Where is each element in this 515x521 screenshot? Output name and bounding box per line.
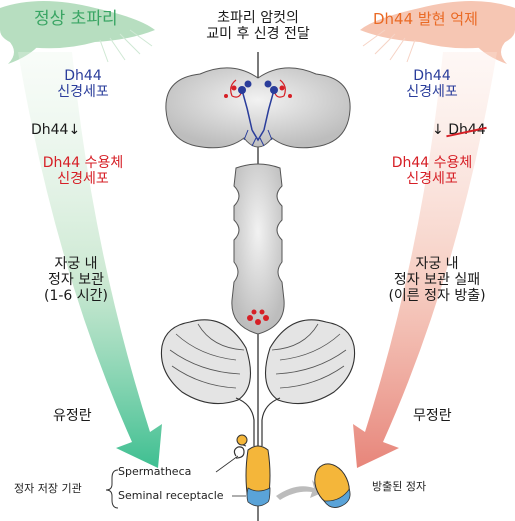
left-neuron-line2: 신경세포 xyxy=(57,84,109,101)
right-dh44-text: Dh44 xyxy=(448,122,486,138)
left-receptor-line1: Dh44 수용체 xyxy=(42,155,124,171)
left-signal-arrow xyxy=(18,52,162,468)
left-fly-bristles xyxy=(99,29,153,63)
right-storage-line1: 자궁 내 xyxy=(415,256,459,272)
title-line1: 초파리 암컷의 xyxy=(217,10,299,26)
release-arrow xyxy=(276,480,324,500)
right-receptor-line2: 신경세포 xyxy=(406,171,458,188)
released-egg-icon xyxy=(314,463,351,508)
left-dh44-decrease: Dh44↓ xyxy=(31,122,80,138)
uterus-egg-tip-icon xyxy=(246,487,271,507)
right-neuron-label: Dh44 신경세포 xyxy=(406,68,458,100)
ventral-nerve-cord-icon xyxy=(231,163,285,335)
receptor-neurons-icon xyxy=(247,309,269,325)
left-outcome: 유정란 xyxy=(53,408,92,424)
right-storage-line3: (이른 정자 방출) xyxy=(388,288,486,305)
released-sperm-label: 방출된 정자 xyxy=(372,480,427,493)
right-header: Dh44 발현 억제 xyxy=(373,10,478,28)
right-signal-arrow xyxy=(353,52,497,468)
right-dh44-arrow: ↓ xyxy=(432,122,444,138)
left-storage-label: 자궁 내 정자 보관 (1-6 시간) xyxy=(44,256,108,304)
right-outcome: 무정란 xyxy=(413,408,452,424)
left-dh44-arrow: ↓ xyxy=(68,122,81,138)
right-storage-line2: 정자 보관 실패 xyxy=(393,272,481,289)
right-receptor-label: Dh44 수용체 신경세포 xyxy=(392,155,473,187)
right-receptor-line1: Dh44 수용체 xyxy=(391,155,473,171)
seminal-receptacle-label: Seminal receptacle xyxy=(118,489,224,502)
spermatheca-icon xyxy=(233,434,248,459)
storage-organ-bracket xyxy=(105,469,119,509)
left-receptor-label: Dh44 수용체 신경세포 xyxy=(43,155,124,187)
right-dh44-suppressed: ↓ Dh44 xyxy=(432,122,486,138)
ovariole-lines xyxy=(169,323,347,389)
diagram-title: 초파리 암컷의 교미 후 신경 전달 xyxy=(206,10,310,42)
left-header: 정상 초파리 xyxy=(34,9,118,29)
spermatheca-label: Spermatheca xyxy=(118,465,192,478)
right-neuron-line2: 신경세포 xyxy=(406,84,458,101)
left-receptor-line2: 신경세포 xyxy=(57,171,109,188)
left-storage-line1: 자궁 내 xyxy=(54,256,98,272)
left-storage-line2: 정자 보관 xyxy=(48,272,104,289)
right-fly-bristles xyxy=(362,29,416,63)
brain-icon xyxy=(165,67,351,149)
title-line2: 교미 후 신경 전달 xyxy=(206,26,310,43)
right-neuron-line1: Dh44 xyxy=(413,68,451,84)
dh44-neurons-icon xyxy=(224,79,292,147)
storage-organ-label: 정자 저장 기관 xyxy=(14,482,82,495)
left-neuron-line1: Dh44 xyxy=(64,68,102,84)
spermatheca-leader xyxy=(215,455,239,473)
left-dh44-text: Dh44 xyxy=(31,122,69,138)
left-neuron-label: Dh44 신경세포 xyxy=(57,68,109,100)
left-storage-line3: (1-6 시간) xyxy=(43,288,109,305)
oviduct-icon xyxy=(235,397,281,446)
right-storage-label: 자궁 내 정자 보관 실패 (이른 정자 방출) xyxy=(388,256,485,304)
